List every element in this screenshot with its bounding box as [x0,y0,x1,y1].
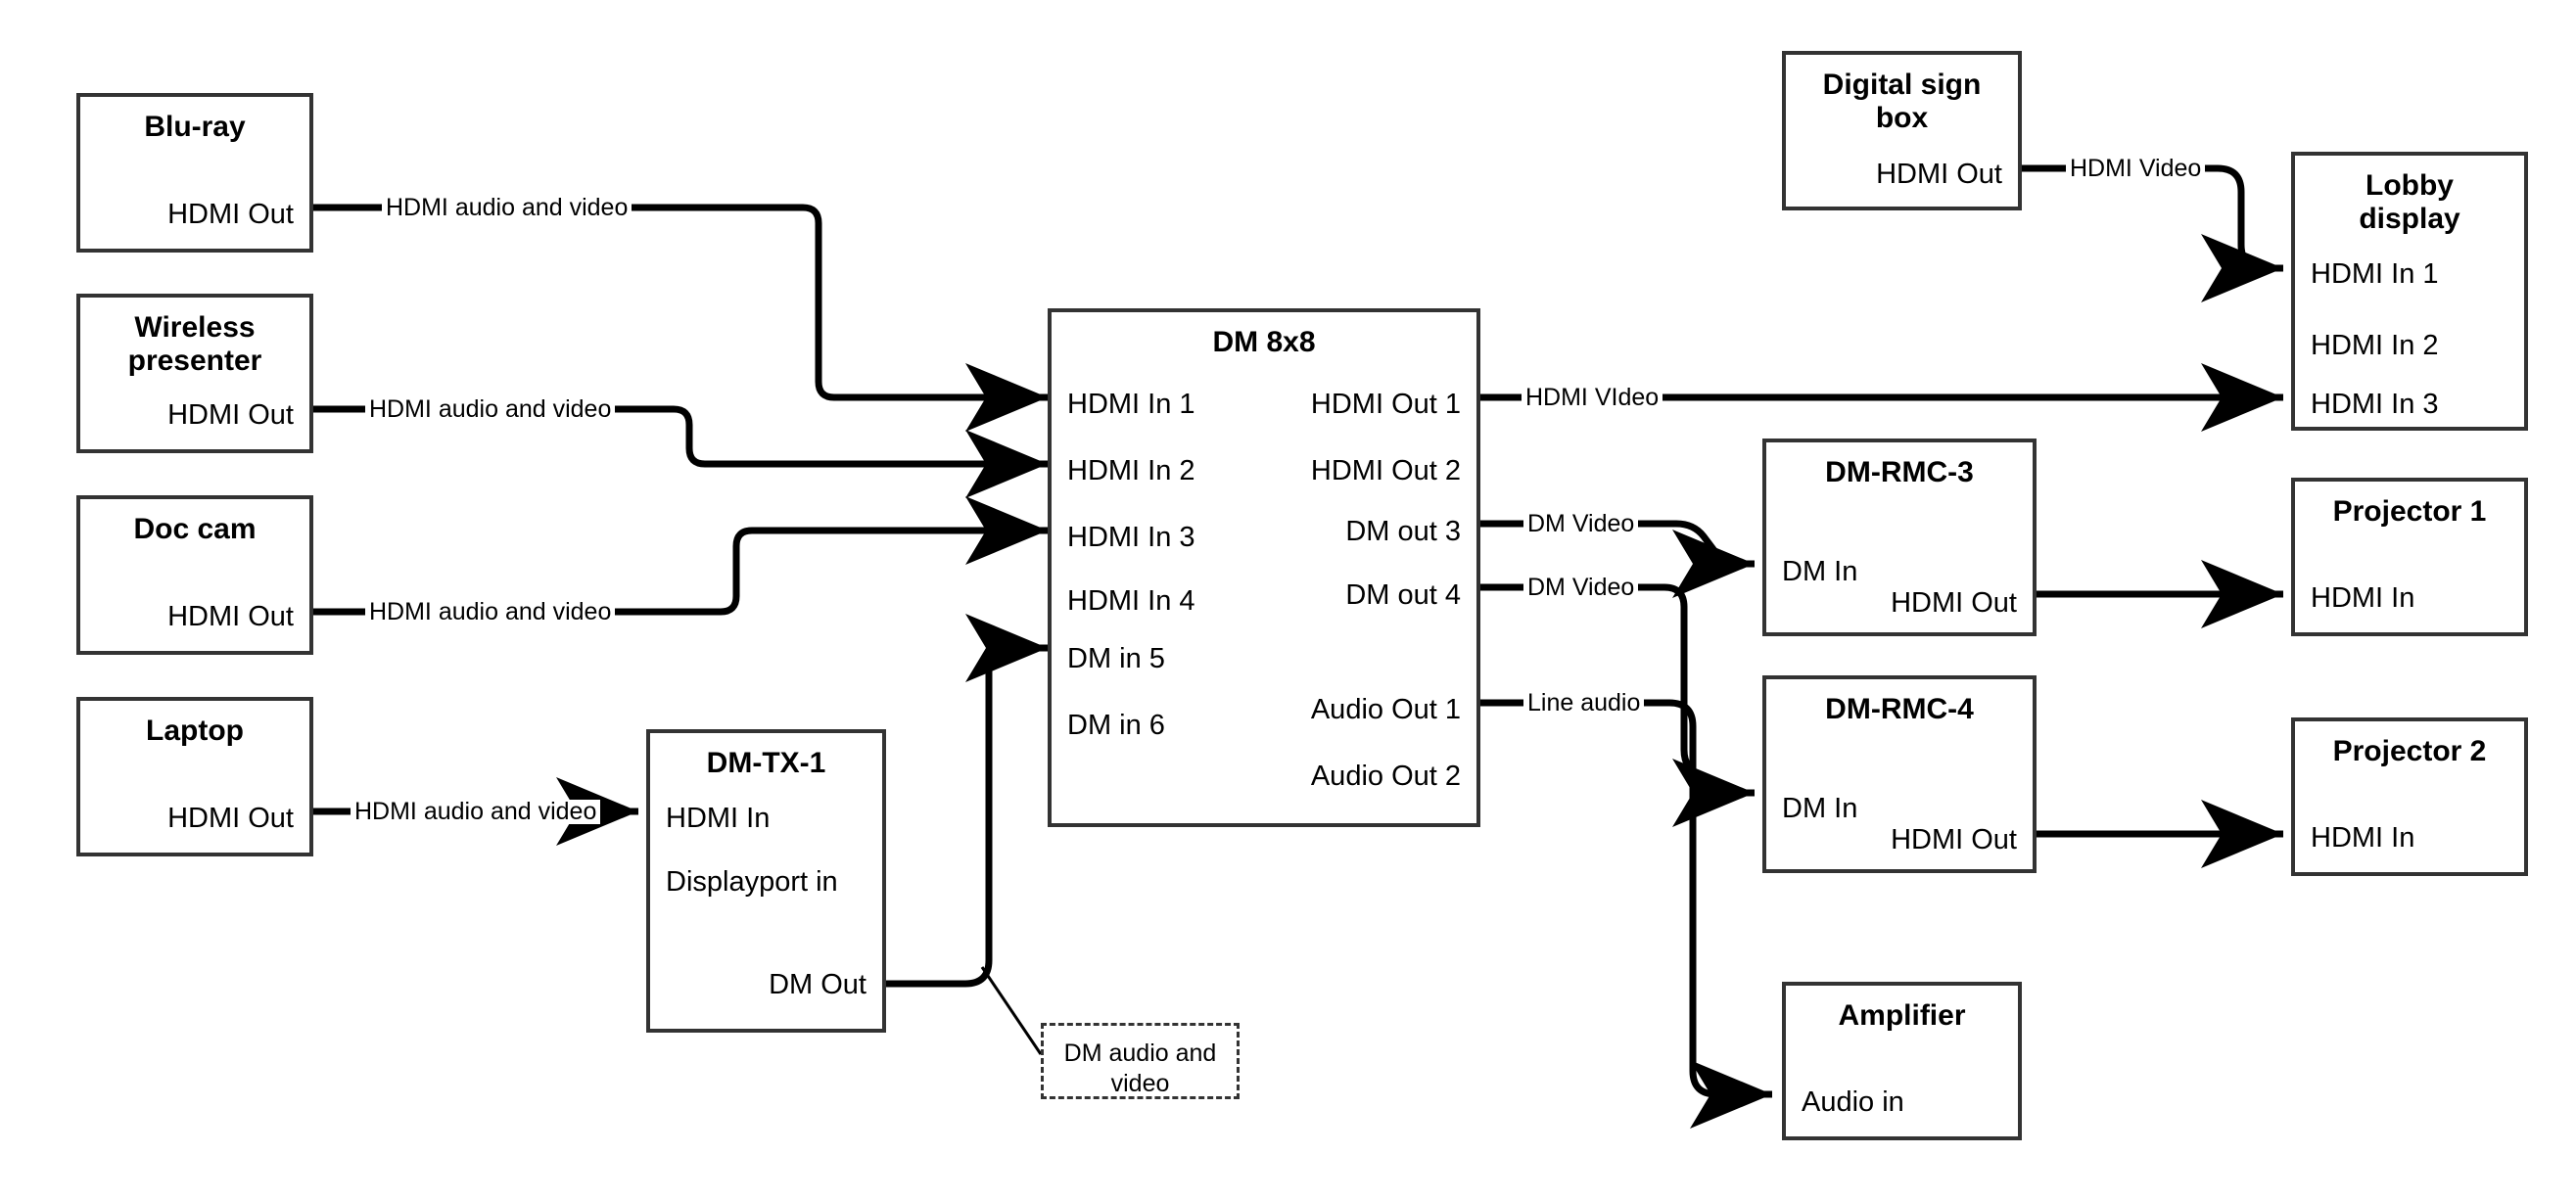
edge-label-dmout4-to-dmrmc4: DM Video [1523,576,1639,600]
digital-sign-box-port-hdmi-out[interactable]: HDMI Out [1876,159,2002,190]
device-box-doc-cam[interactable]: Doc cam HDMI Out [76,495,313,655]
edge-label-wireless-to-dm8x8: HDMI audio and video [365,397,616,422]
dm-8x8-output-audio-out-1[interactable]: Audio Out 1 [1310,694,1461,725]
wire-wireless-to-dm8x8 [313,405,1048,498]
bluray-port-hdmi-out[interactable]: HDMI Out [167,199,294,230]
dm-tx-1-port-displayport-in[interactable]: Displayport in [666,866,838,898]
dm-tx-1-port-hdmi-in[interactable]: HDMI In [666,803,771,834]
edge-label-audioout1-to-amplifier: Line audio [1523,691,1645,716]
device-box-laptop[interactable]: Laptop HDMI Out [76,697,313,856]
device-box-lobby-display[interactable]: Lobby display HDMI In 1 HDMI In 2 HDMI I… [2291,152,2528,431]
wire-audioout1-to-amplifier [1480,699,1772,1129]
edge-label-hdmiout1-to-lobby: HDMI VIdeo [1522,386,1663,410]
laptop-port-hdmi-out[interactable]: HDMI Out [167,803,294,834]
dm-rmc-4-port-hdmi-out[interactable]: HDMI Out [1891,824,2017,855]
lobby-display-title-line1: Lobby [2365,169,2454,202]
dm-8x8-input-hdmi-in-3[interactable]: HDMI In 3 [1067,522,1195,553]
dm-8x8-title: DM 8x8 [1212,326,1316,358]
lobby-display-port-hdmi-in-3[interactable]: HDMI In 3 [2311,389,2439,420]
callout-line-2: video [1110,1070,1170,1098]
dm-8x8-output-dm-out-4[interactable]: DM out 4 [1345,579,1461,611]
dm-8x8-output-hdmi-out-1[interactable]: HDMI Out 1 [1310,389,1461,420]
dm-tx-1-title: DM-TX-1 [706,747,826,779]
device-box-dm-rmc-4[interactable]: DM-RMC-4 DM In HDMI Out [1762,675,2037,873]
projector-2-title: Projector 2 [2332,735,2487,767]
wireless-presenter-title-line1: Wireless [134,311,256,344]
dm-rmc-3-port-dm-in[interactable]: DM In [1782,556,1858,587]
dm-tx-1-port-dm-out[interactable]: DM Out [769,969,866,1000]
dm-rmc-4-port-dm-in[interactable]: DM In [1782,793,1858,824]
device-box-projector-1[interactable]: Projector 1 HDMI In [2291,478,2528,636]
device-box-digital-sign-box[interactable]: Digital sign box HDMI Out [1782,51,2022,210]
projector-2-port-hdmi-in[interactable]: HDMI In [2311,822,2415,854]
amplifier-port-audio-in[interactable]: Audio in [1802,1086,1904,1118]
callout-line-1: DM audio and [1063,1039,1217,1067]
device-box-bluray[interactable]: Blu-ray HDMI Out [76,93,313,253]
device-box-dm-8x8[interactable]: DM 8x8 HDMI In 1 HDMI In 2 HDMI In 3 HDM… [1048,308,1480,827]
edge-label-laptop-to-dmtx1: HDMI audio and video [351,800,601,824]
doc-cam-title: Doc cam [133,513,257,545]
edge-label-digitalsign-to-lobby: HDMI Video [2066,157,2206,181]
dm-rmc-4-title: DM-RMC-4 [1825,693,1974,725]
edge-label-doccam-to-dm8x8: HDMI audio and video [365,600,616,624]
dm-rmc-3-title: DM-RMC-3 [1825,456,1974,488]
wire-doccam-to-dm8x8 [313,496,1048,616]
dm-8x8-output-hdmi-out-2[interactable]: HDMI Out 2 [1310,455,1461,486]
dm-8x8-input-hdmi-in-4[interactable]: HDMI In 4 [1067,585,1195,617]
dm-8x8-input-hdmi-in-2[interactable]: HDMI In 2 [1067,455,1195,486]
dm-8x8-input-dm-in-6[interactable]: DM in 6 [1067,710,1165,741]
wire-dmout4-to-dmrmc4 [1480,583,1755,827]
callout-dm-audio-and-video: DM audio and video [1041,1023,1240,1099]
bluray-title: Blu-ray [144,111,246,143]
device-box-wireless-presenter[interactable]: Wireless presenter HDMI Out [76,294,313,453]
wire-callout-leader [980,966,1043,1055]
laptop-title: Laptop [146,715,244,747]
wire-bluray-to-dm8x8 [313,204,1048,432]
lobby-display-port-hdmi-in-2[interactable]: HDMI In 2 [2311,330,2439,361]
dm-8x8-output-audio-out-2[interactable]: Audio Out 2 [1310,761,1461,792]
wire-dmtx1-to-dm8x8 [886,614,1048,988]
digital-sign-box-title-line1: Digital sign [1822,69,1982,101]
device-box-amplifier[interactable]: Amplifier Audio in [1782,982,2022,1140]
dm-8x8-output-dm-out-3[interactable]: DM out 3 [1345,516,1461,547]
device-box-dm-tx-1[interactable]: DM-TX-1 HDMI In Displayport in DM Out [646,729,886,1033]
dm-8x8-input-hdmi-in-1[interactable]: HDMI In 1 [1067,389,1195,420]
dm-rmc-3-port-hdmi-out[interactable]: HDMI Out [1891,587,2017,619]
device-box-dm-rmc-3[interactable]: DM-RMC-3 DM In HDMI Out [1762,439,2037,636]
edge-label-dmout3-to-dmrmc3: DM Video [1523,512,1639,536]
projector-1-port-hdmi-in[interactable]: HDMI In [2311,582,2415,614]
wire-dmout3-to-dmrmc3 [1480,520,1755,598]
wireless-presenter-port-hdmi-out[interactable]: HDMI Out [167,399,294,431]
wire-digitalsign-to-lobby [2022,164,2283,302]
projector-1-title: Projector 1 [2332,495,2487,528]
edge-label-bluray-to-dm8x8: HDMI audio and video [382,196,632,220]
lobby-display-title-line2: display [2359,202,2460,235]
dm-8x8-input-dm-in-5[interactable]: DM in 5 [1067,643,1165,674]
lobby-display-port-hdmi-in-1[interactable]: HDMI In 1 [2311,258,2439,290]
amplifier-title: Amplifier [1838,999,1966,1032]
wireless-presenter-title-line2: presenter [127,344,262,377]
doc-cam-port-hdmi-out[interactable]: HDMI Out [167,601,294,632]
digital-sign-box-title-line2: box [1875,101,1929,134]
device-box-projector-2[interactable]: Projector 2 HDMI In [2291,717,2528,876]
